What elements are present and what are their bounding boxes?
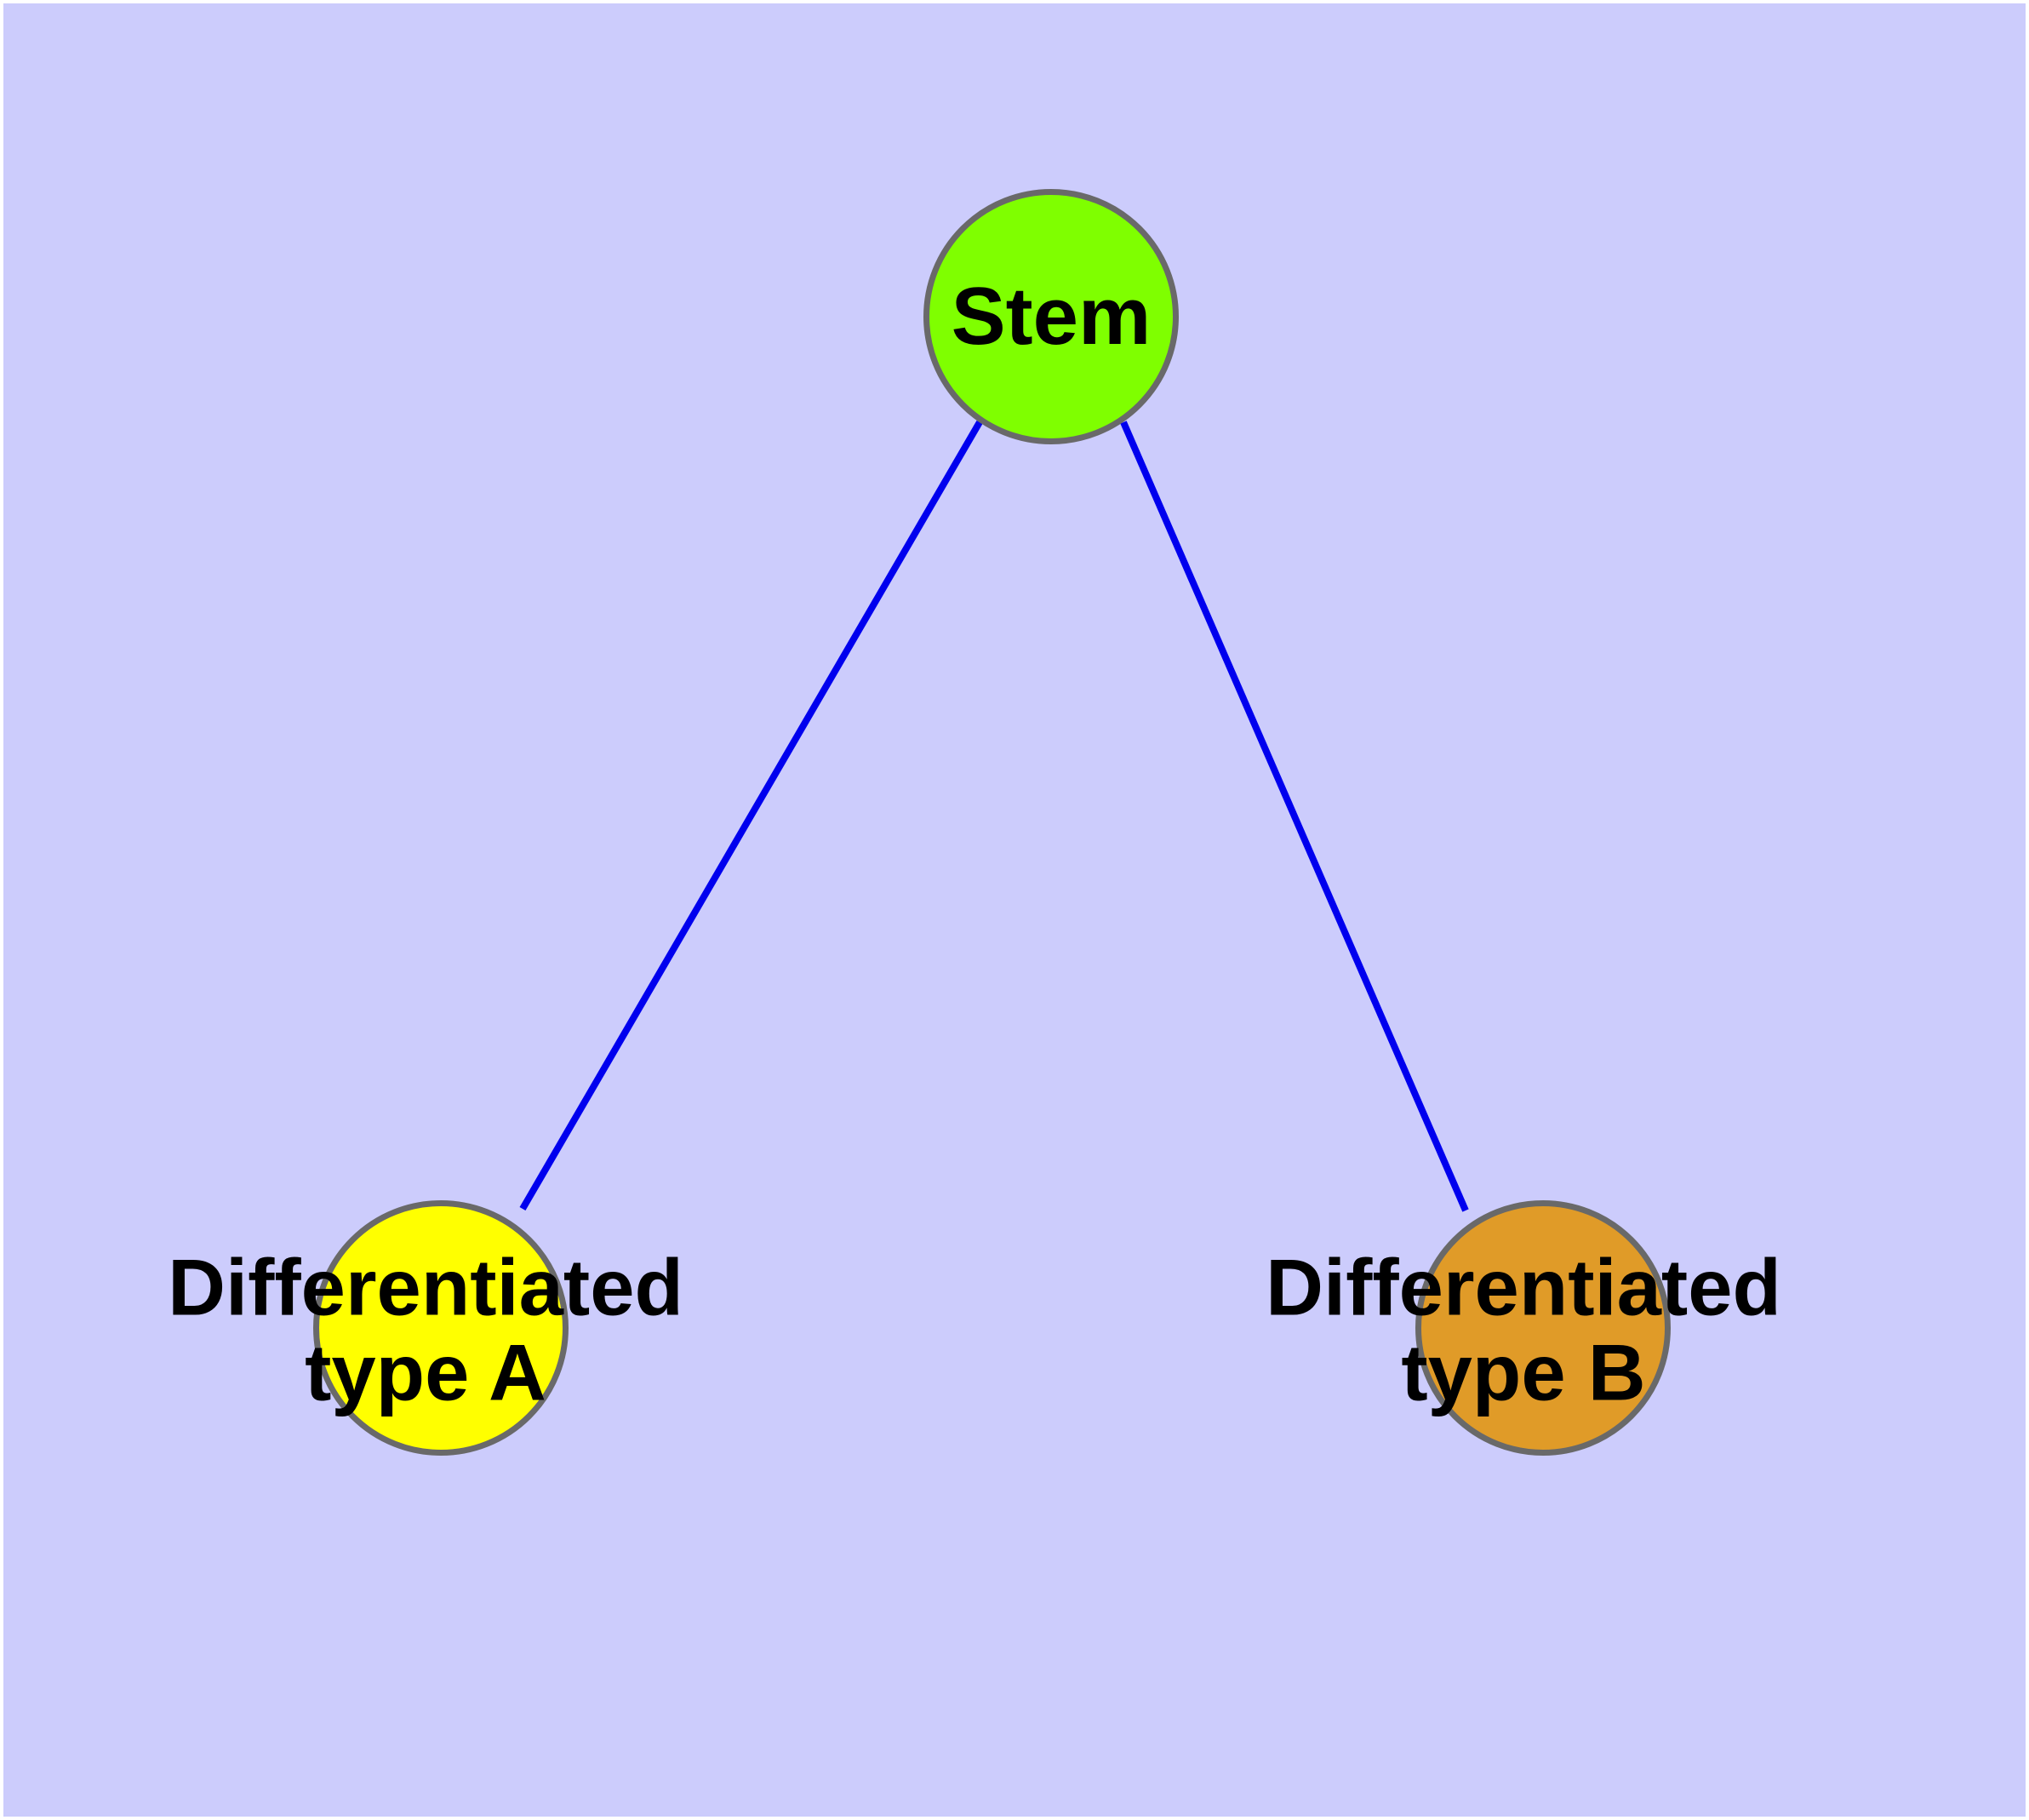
graph-node-diff_b[interactable] [1415,1200,1671,1456]
graph-edge-stem-diff_b[interactable] [1120,421,1469,1212]
edges-layer [519,420,1469,1212]
nodes-layer [313,189,1671,1456]
graph-node-stem[interactable] [923,189,1179,444]
graph-edge-stem-diff_a[interactable] [519,420,983,1211]
graph-node-diff_a[interactable] [313,1200,569,1456]
